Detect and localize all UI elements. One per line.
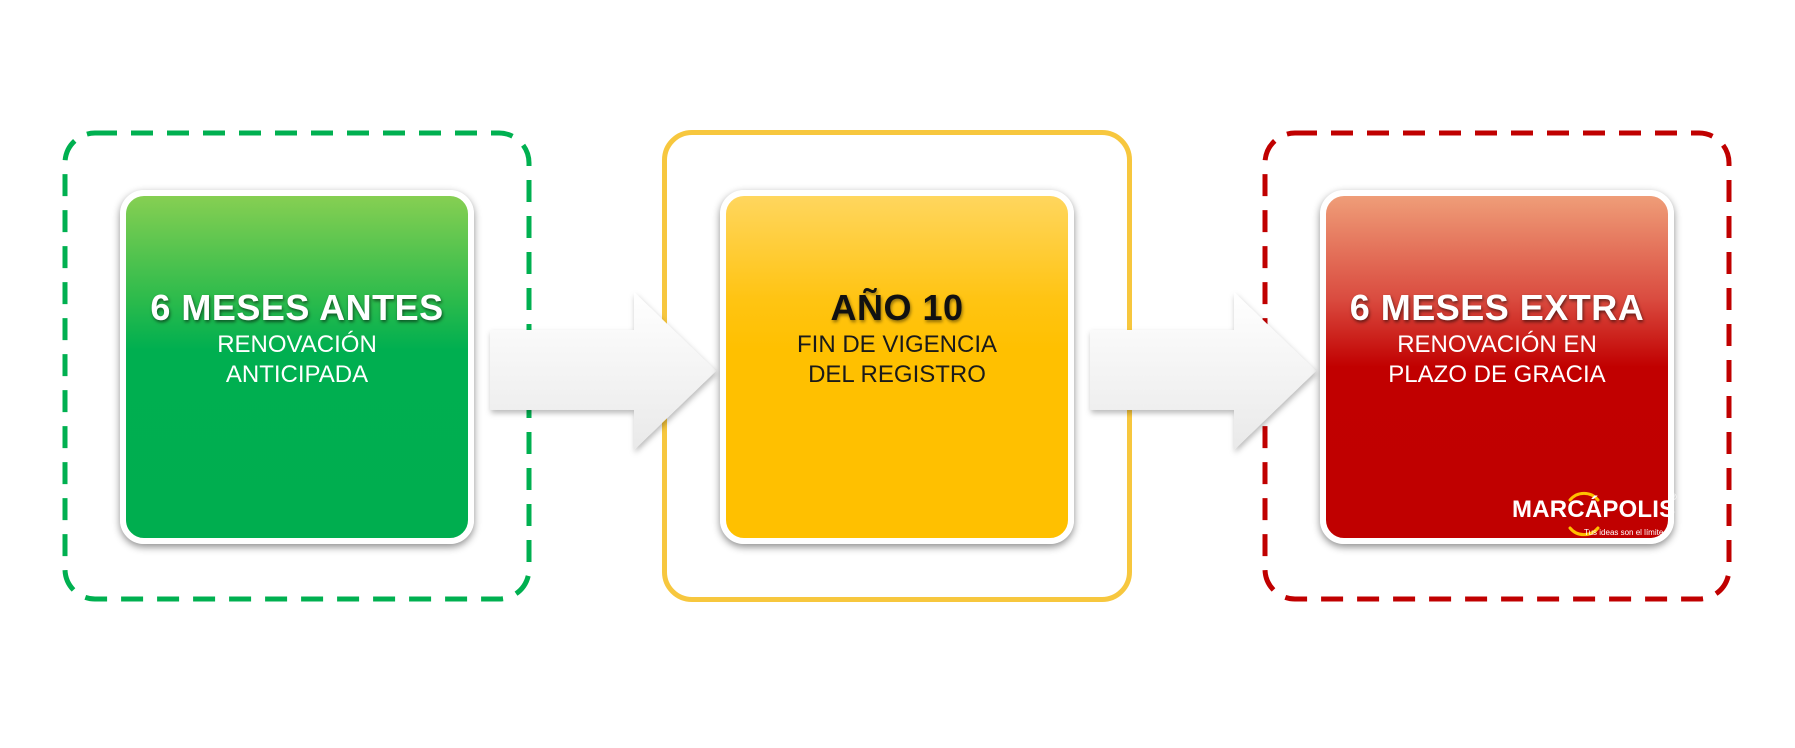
logo-tagline: Tus ideas son el límite (1584, 528, 1664, 537)
step-line-2: ANTICIPADA (225, 361, 369, 388)
step-line-1: FIN DE VIGENCIA (796, 331, 998, 358)
step-grace-period: 6 MESES EXTRA RENOVACIÓN EN PLAZO DE GRA… (1320, 190, 1674, 544)
logo-wordmark: MARCÁPOLIS (1512, 496, 1676, 523)
arrow-right-icon (490, 292, 716, 450)
step-line-2: DEL REGISTRO (808, 361, 986, 388)
step-line-2: PLAZO DE GRACIA (1388, 361, 1606, 388)
logo-arc-icon (1568, 491, 1600, 537)
step-expiry: AÑO 10 FIN DE VIGENCIA DEL REGISTRO (720, 190, 1074, 544)
brand-logo: MARCÁPOLIS ® Tus ideas son el límite (1512, 491, 1677, 540)
step-title: AÑO 10 (830, 287, 964, 328)
step-title: 6 MESES EXTRA (1349, 287, 1645, 328)
logo-registered-mark: ® (1670, 492, 1677, 502)
arrow-right-icon (1090, 292, 1316, 450)
step-line-1: RENOVACIÓN EN (1397, 331, 1597, 358)
step-title: 6 MESES ANTES (150, 287, 444, 328)
step-early-renewal: 6 MESES ANTES RENOVACIÓN ANTICIPADA (120, 190, 474, 544)
step-line-1: RENOVACIÓN (217, 331, 377, 358)
